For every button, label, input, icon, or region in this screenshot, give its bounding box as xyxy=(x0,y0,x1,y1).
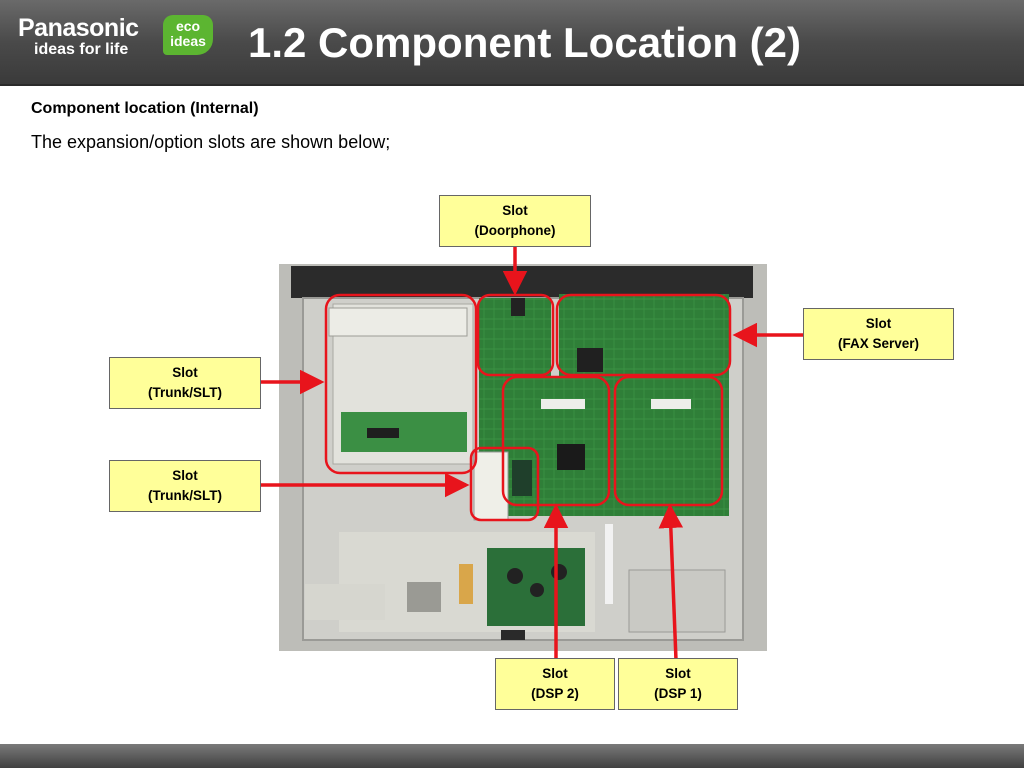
trunk-slt-slot-label-2: Slot (Trunk/SLT) xyxy=(109,460,261,512)
unit-interior-illustration xyxy=(279,264,767,651)
doorphone-slot-label: Slot (Doorphone) xyxy=(439,195,591,247)
label-line1: Slot xyxy=(172,468,198,483)
footer-bar xyxy=(0,744,1024,768)
fax-server-slot-label: Slot (FAX Server) xyxy=(803,308,954,360)
label-line1: Slot xyxy=(865,316,892,331)
section-subheading: Component location (Internal) xyxy=(31,100,259,117)
label-line1: Slot xyxy=(172,365,198,380)
label-line1: Slot xyxy=(502,203,528,218)
label-line2: (DSP 2) xyxy=(531,686,579,701)
intro-text: The expansion/option slots are shown bel… xyxy=(31,132,391,152)
trunk-slt-slot-label-1: Slot (Trunk/SLT) xyxy=(109,357,261,409)
dsp2-slot-label: Slot (DSP 2) xyxy=(495,658,615,710)
page-title: 1.2 Component Location (2) xyxy=(248,19,802,66)
label-line2: (Doorphone) xyxy=(474,223,556,238)
label-line1: Slot xyxy=(542,666,568,681)
label-line2: (DSP 1) xyxy=(654,686,702,701)
brand-logo: Panasonic xyxy=(18,14,139,42)
label-line2: (Trunk/SLT) xyxy=(148,488,222,503)
eco-badge-line2: ideas xyxy=(170,33,206,49)
label-line2: (FAX Server) xyxy=(837,336,920,351)
label-line1: Slot xyxy=(665,666,691,681)
unit-interior-photo xyxy=(279,264,767,651)
dsp1-slot-label: Slot (DSP 1) xyxy=(618,658,738,710)
brand-tagline: ideas for life xyxy=(34,41,129,58)
eco-ideas-badge: eco ideas xyxy=(163,15,213,55)
eco-badge-line1: eco xyxy=(175,18,201,34)
label-line2: (Trunk/SLT) xyxy=(148,385,222,400)
header-bar: Panasonic ideas for life eco ideas 1.2 C… xyxy=(0,0,1024,86)
